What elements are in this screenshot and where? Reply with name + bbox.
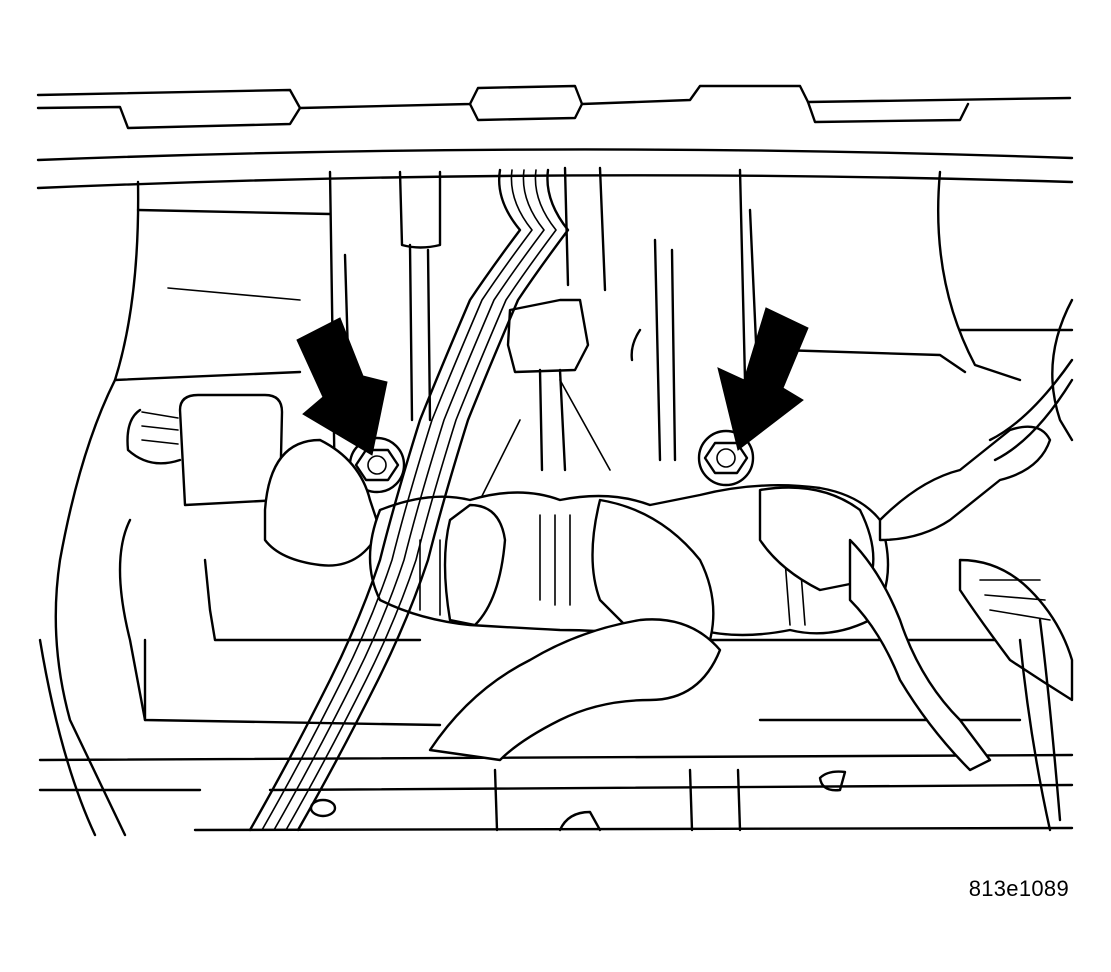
wiring-harness — [263, 358, 1074, 832]
figure-code: 813e1089 — [968, 876, 1069, 901]
right-housing — [937, 170, 1074, 442]
left-nut — [348, 436, 406, 494]
ribbon-cable — [248, 168, 570, 832]
left-module — [126, 393, 284, 507]
upper-crossmember — [36, 84, 1074, 190]
arrow-icon — [296, 317, 388, 456]
left-housing — [38, 180, 332, 837]
lower-tray — [38, 518, 1074, 832]
center-brackets — [328, 166, 967, 502]
arrow-icon — [717, 307, 809, 451]
